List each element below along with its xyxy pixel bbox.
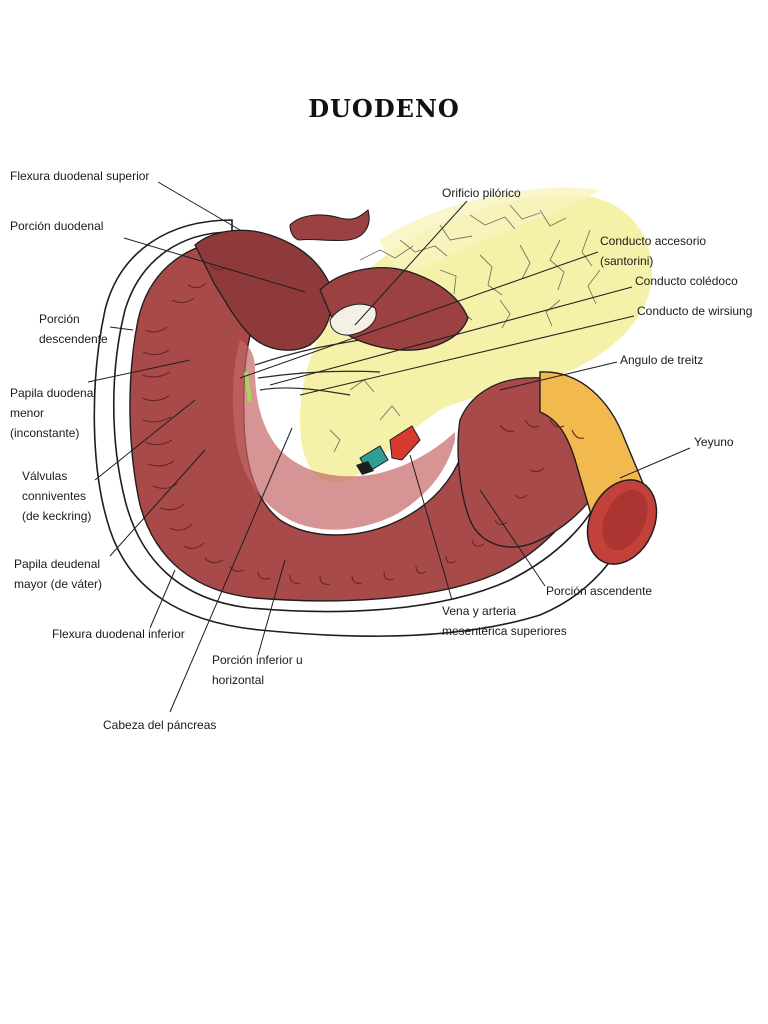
mucosal-folds	[141, 264, 585, 585]
label-flexura-inferior: Flexura duodenal inferior	[52, 624, 185, 644]
label-text: Angulo de treitz	[620, 353, 704, 367]
label-yeyuno: Yeyuno	[694, 432, 734, 452]
label-line: mayor (de váter)	[14, 577, 103, 591]
label-text: Orificio pilórico	[442, 186, 521, 200]
label-line: mesentérica superiores	[442, 624, 567, 638]
pyloric-opening	[329, 303, 377, 336]
label-orificio-pilorico: Orificio pilórico	[442, 183, 521, 203]
label-line: menor	[10, 406, 45, 420]
pancreas-lobules	[329, 204, 601, 453]
label-flexura-superior: Flexura duodenal superior	[10, 166, 149, 186]
label-line: Vena y arteria	[442, 604, 517, 618]
jejunum-opening-inner	[602, 489, 648, 551]
label-line: Papila deudenal	[14, 557, 101, 571]
label-text: Cabeza del páncreas	[103, 718, 217, 732]
label-line: (santorini)	[600, 254, 654, 268]
label-line: Porción	[39, 312, 80, 326]
label-text: Flexura duodenal superior	[10, 169, 150, 183]
label-papila-menor: Papila duodenal menor (inconstante)	[10, 383, 96, 443]
label-conducto-coledoco: Conducto colédoco	[635, 271, 738, 291]
label-text: Conducto colédoco	[635, 274, 738, 288]
label-conducto-wirsiung: Conducto de wirsiung	[637, 301, 752, 321]
label-line: descendente	[39, 332, 108, 346]
label-line: conniventes	[22, 489, 87, 503]
label-text: Conducto de wirsiung	[637, 304, 753, 318]
label-vena-arteria: Vena y arteria mesentérica superiores	[442, 601, 567, 641]
label-text: Porción ascendente	[546, 584, 653, 598]
label-line: Conducto accesorio	[600, 234, 707, 248]
label-line: Papila duodenal	[10, 386, 97, 400]
mesenteric-root	[356, 461, 374, 475]
label-text: Flexura duodenal inferior	[52, 627, 185, 641]
duodenum-lumen	[232, 340, 455, 530]
label-valvulas: Válvulas conniventes (de keckring)	[22, 466, 91, 526]
label-line: Porción inferior u	[212, 653, 303, 667]
label-line: Válvulas	[22, 469, 68, 483]
page-title: DUODENO	[308, 94, 460, 123]
label-line: horizontal	[212, 673, 265, 687]
label-porcion-inferior: Porción inferior u horizontal	[212, 650, 303, 690]
leader-lines	[87, 181, 691, 713]
label-text: Porción duodenal	[10, 219, 104, 233]
label-porcion-ascendente: Porción ascendente	[546, 581, 652, 601]
label-porcion-descendente: Porción descendente	[39, 309, 108, 349]
pylorus-flap	[289, 209, 370, 242]
mesenteric-artery	[389, 425, 421, 461]
label-cabeza-pancreas: Cabeza del páncreas	[103, 715, 216, 735]
label-conducto-accesorio: Conducto accesorio (santorini)	[600, 231, 706, 271]
papilla-minor-mark	[244, 371, 252, 403]
label-line: (inconstante)	[10, 426, 80, 440]
label-line: (de keckring)	[22, 509, 92, 523]
label-papila-mayor: Papila deudenal mayor (de váter)	[14, 554, 102, 594]
pancreas-body-shadow	[380, 187, 600, 270]
label-angulo-treitz: Angulo de treitz	[620, 350, 703, 370]
label-text: Yeyuno	[694, 435, 734, 449]
label-porcion-duodenal: Porción duodenal	[10, 216, 103, 236]
